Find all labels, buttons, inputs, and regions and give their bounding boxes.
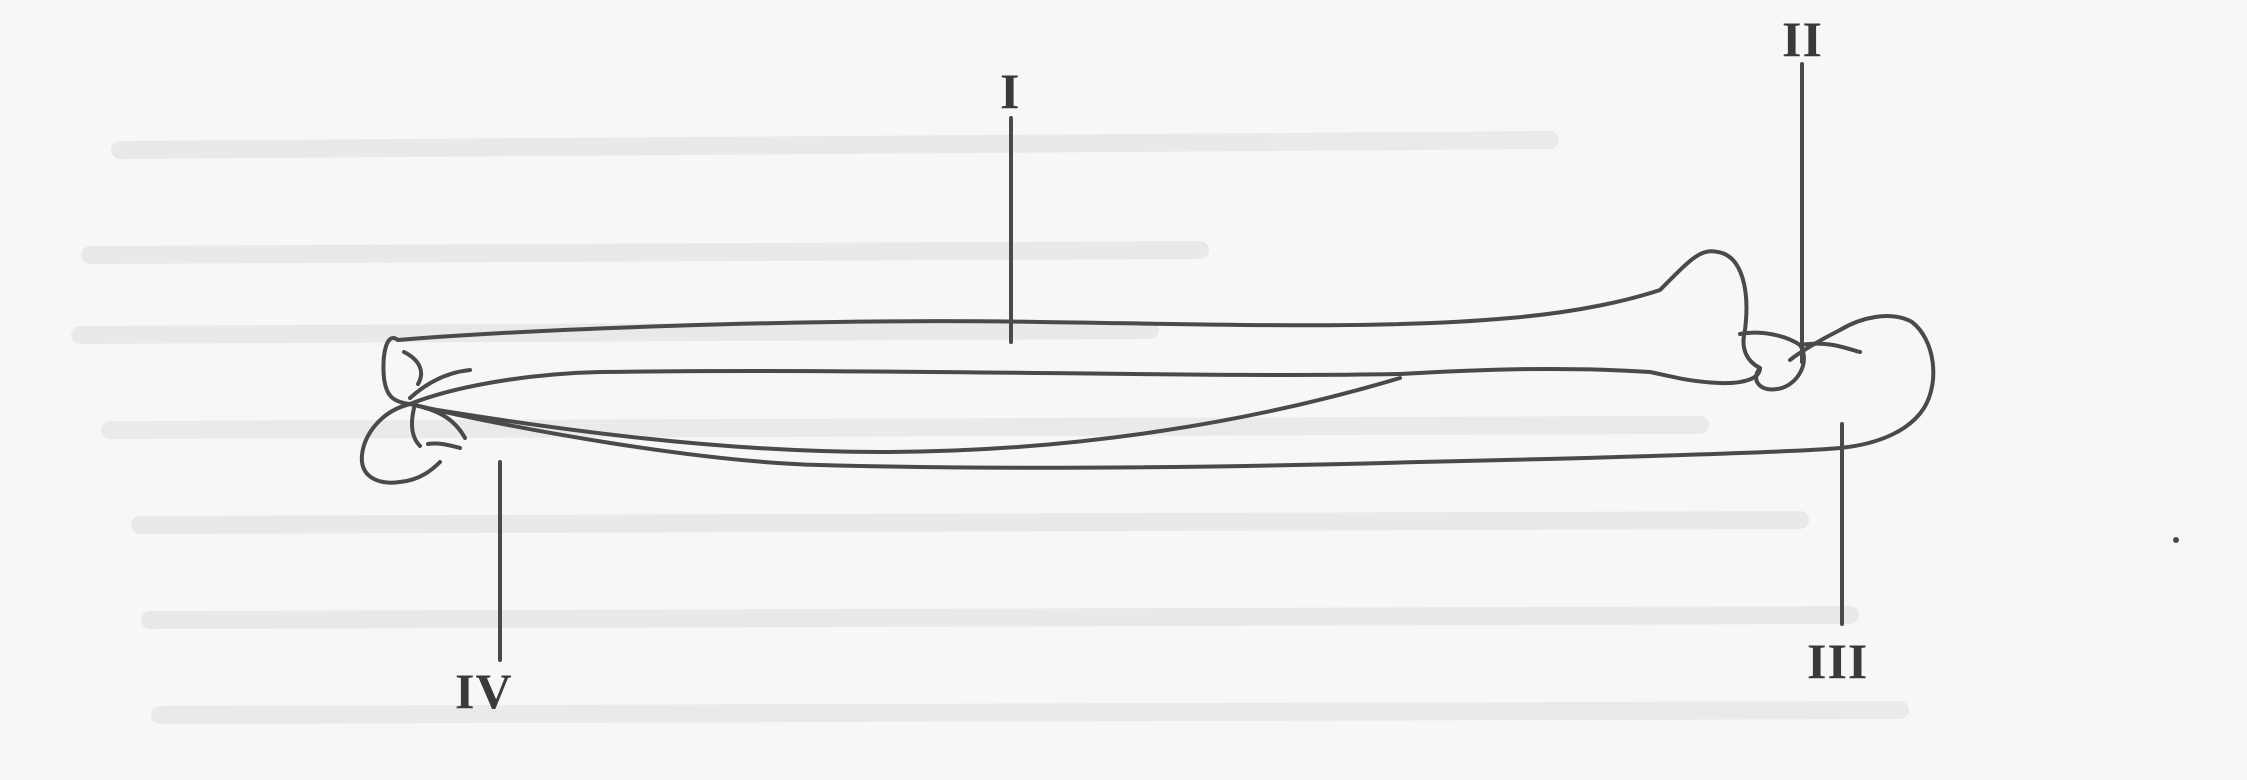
label-ulna-iii: III xyxy=(1807,636,1868,686)
background-bleed-through xyxy=(80,140,1900,715)
label-radius-i: I xyxy=(1000,66,1020,116)
label-trochlear-notch-ii: II xyxy=(1782,14,1823,64)
distal-ulna-notch xyxy=(428,443,460,448)
distal-radius-end xyxy=(383,338,410,404)
radial-styloid xyxy=(404,352,421,384)
ulna-inner-contour xyxy=(425,378,1400,452)
label-distal-end-iv: IV xyxy=(455,666,513,716)
scan-speck xyxy=(2173,537,2179,543)
